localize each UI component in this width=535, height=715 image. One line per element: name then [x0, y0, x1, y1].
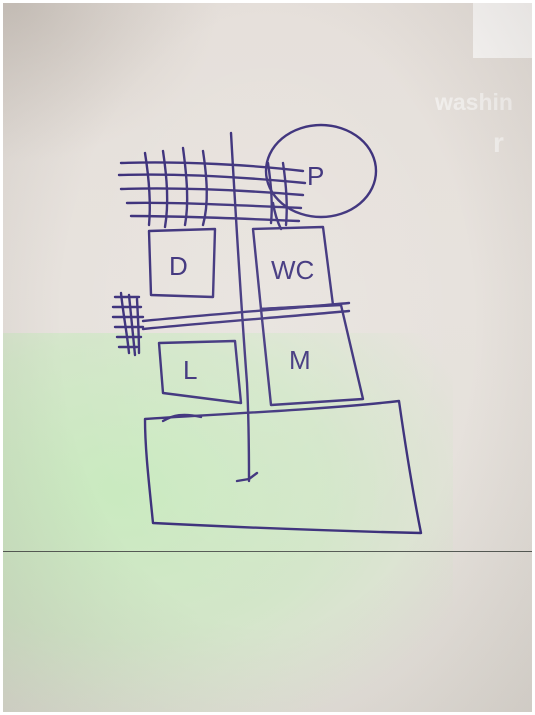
spine-line [231, 133, 249, 481]
label-l: L [183, 355, 197, 385]
label-p: P [307, 161, 324, 191]
hatched-top-area [119, 148, 305, 227]
box-m [261, 305, 363, 405]
box-bottom [145, 401, 421, 533]
box-l [159, 341, 241, 403]
label-wc: WC [271, 255, 314, 285]
whiteboard-photo: washin r [3, 3, 532, 712]
label-m: M [289, 345, 311, 375]
label-d: D [169, 251, 188, 281]
hatched-left-element [113, 293, 143, 355]
floor-plan-sketch: P D WC L M [3, 3, 532, 712]
